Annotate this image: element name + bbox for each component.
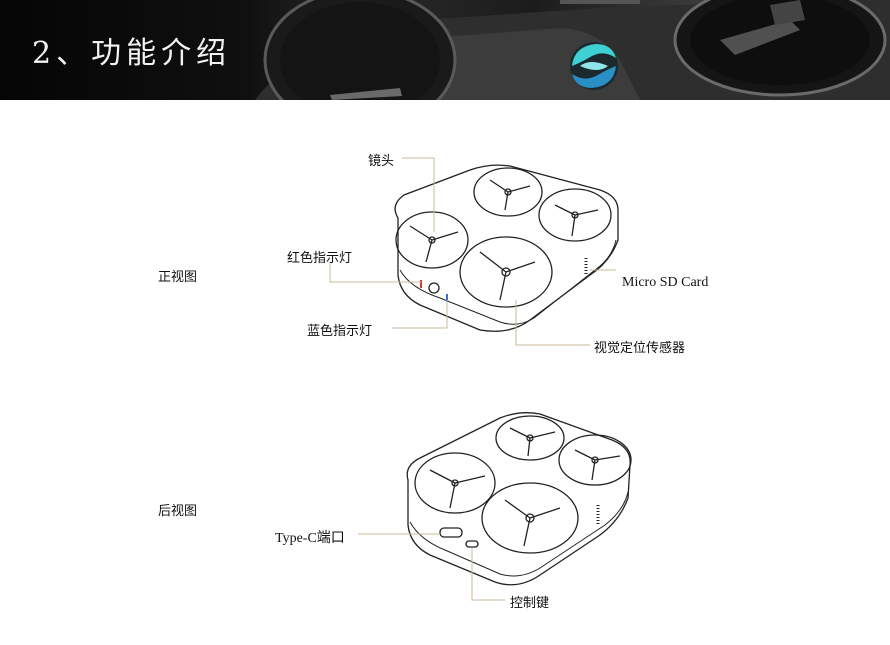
back-view-drone [406,412,632,586]
back-view-caption: 后视图 [158,504,198,519]
page-title: 2、功能介绍 [32,36,232,71]
back-view-leader-lines [358,533,505,601]
swirl-logo-icon [570,42,618,90]
front-view-leader-lines [329,157,616,346]
front-view-drone [394,164,619,332]
drone-photo-background [255,0,890,100]
visual-sensor-label: 视觉定位传感器 [594,341,686,356]
header-banner: 2、功能介绍 [0,0,890,100]
control-key-label: 控制键 [510,596,550,611]
lens-label: 镜头 [368,154,395,169]
micro-sd-label: Micro SD Card [622,275,709,290]
blue-indicator-label: 蓝色指示灯 [307,324,373,339]
red-indicator-label: 红色指示灯 [287,251,353,266]
type-c-port-label: Type-C端口 [275,531,345,546]
front-view-caption: 正视图 [158,270,198,285]
